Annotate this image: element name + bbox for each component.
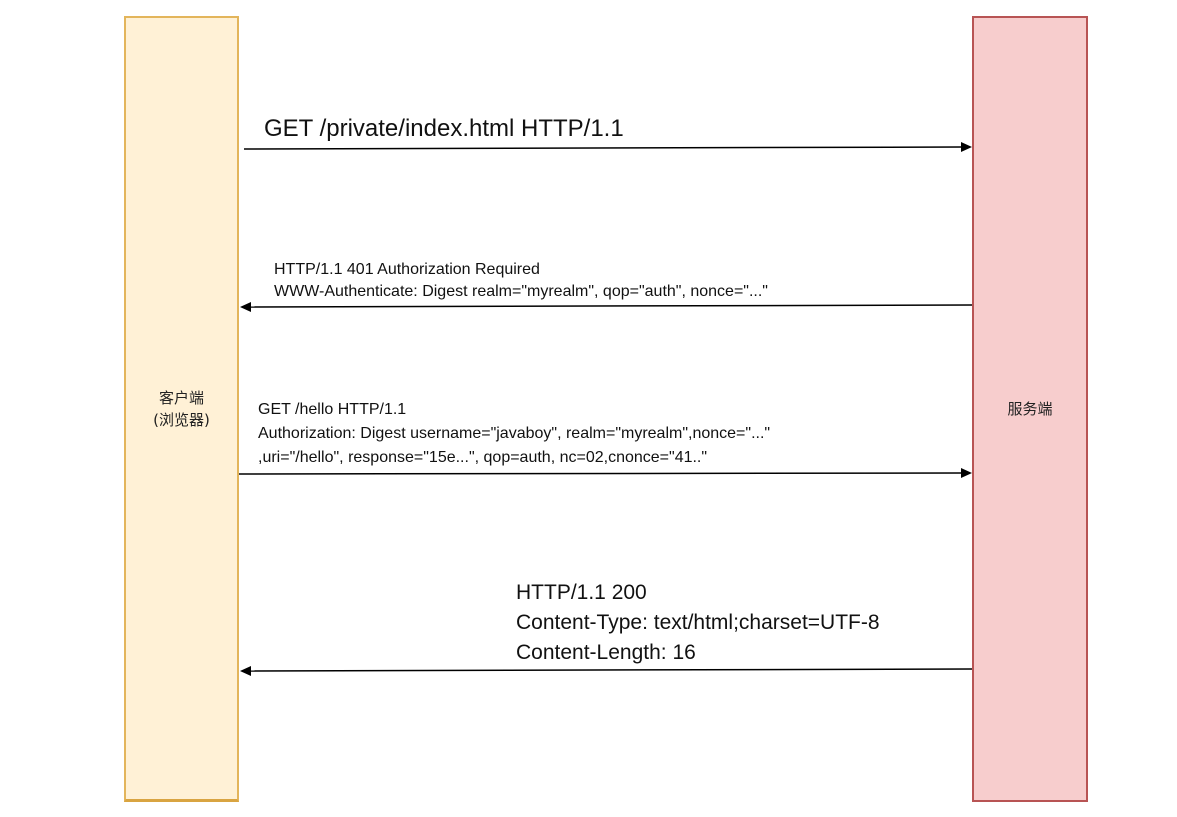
message-line: GET /private/index.html HTTP/1.1: [264, 115, 624, 142]
client-label: 客户端 (浏览器): [153, 387, 210, 431]
arrow-401: [249, 304, 973, 308]
arrowhead-200: [240, 666, 251, 676]
server-label-text: 服务端: [1007, 400, 1053, 418]
arrow-get-hello: [238, 472, 963, 475]
message-get-private: GET /private/index.html HTTP/1.1: [264, 114, 624, 144]
message-get-hello-authorization: GET /hello HTTP/1.1 Authorization: Diges…: [258, 398, 770, 470]
arrowhead-get-private: [961, 142, 972, 152]
arrow-200: [249, 668, 973, 672]
message-line: HTTP/1.1 401 Authorization Required: [274, 261, 540, 278]
server-lifeline: 服务端: [972, 16, 1088, 802]
message-line: Content-Length: 16: [516, 641, 696, 664]
message-200-response: HTTP/1.1 200 Content-Type: text/html;cha…: [516, 578, 880, 668]
message-line: WWW-Authenticate: Digest realm="myrealm"…: [274, 283, 768, 300]
message-line: ,uri="/hello", response="15e...", qop=au…: [258, 449, 708, 466]
client-label-line1: 客户端: [158, 388, 204, 407]
message-line: Content-Type: text/html;charset=UTF-8: [516, 611, 880, 634]
client-lifeline: 客户端 (浏览器): [124, 16, 239, 802]
message-line: Authorization: Digest username="javaboy"…: [258, 425, 771, 442]
arrowhead-get-hello: [961, 468, 972, 478]
arrowhead-401: [240, 302, 251, 312]
server-label: 服务端: [1007, 398, 1052, 420]
client-label-line2: (浏览器): [153, 410, 210, 429]
message-line: HTTP/1.1 200: [516, 581, 647, 604]
arrow-get-private: [243, 146, 963, 150]
message-401-challenge: HTTP/1.1 401 Authorization Required WWW-…: [274, 259, 768, 303]
message-line: GET /hello HTTP/1.1: [258, 401, 407, 418]
